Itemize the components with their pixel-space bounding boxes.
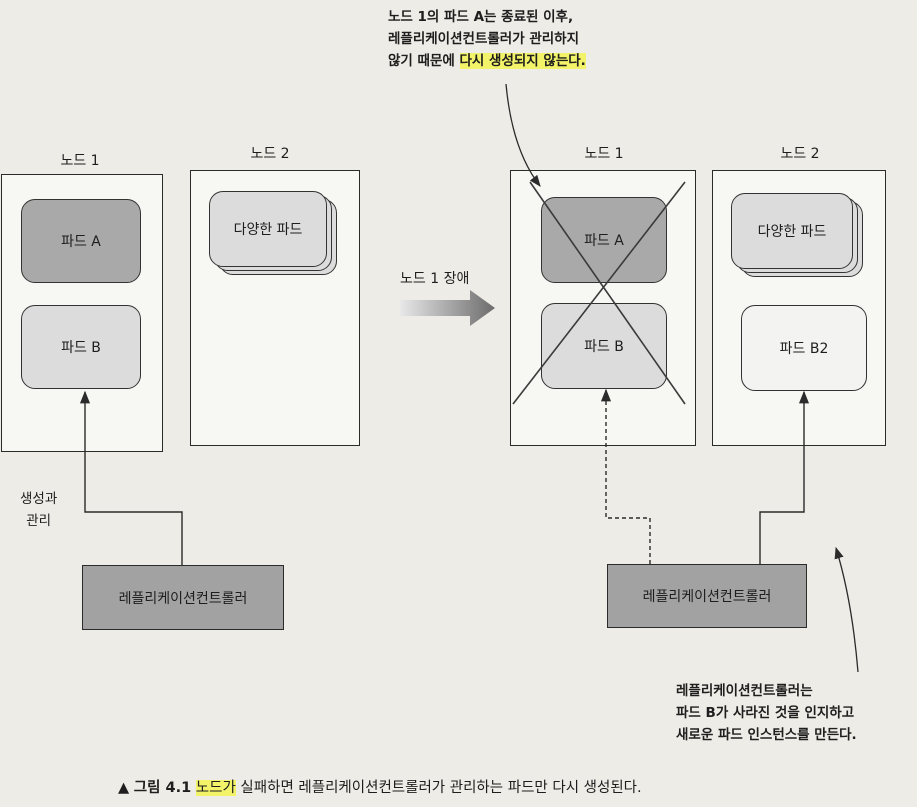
right-dashed-arrow (600, 388, 651, 564)
right-node2-label: 노드 2 (780, 146, 820, 162)
left-pod-various: 다양한 파드 (209, 191, 327, 267)
transition-label: 노드 1 장애 (400, 271, 470, 287)
right-replication-controller: 레플리케이션컨트롤러 (607, 564, 807, 628)
left-rc-label: 레플리케이션컨트롤러 (118, 590, 248, 607)
bottom-callout-pointer (834, 546, 859, 673)
bottom-callout-line3: 새로운 파드 인스턴스를 만든다. (676, 727, 857, 743)
right-pod-b-label: 파드 B (584, 339, 624, 355)
bottom-callout: 레플리케이션컨트롤러는 파드 B가 사라진 것을 인지하고 새로운 파드 인스턴… (676, 680, 916, 746)
top-callout-line3-highlight: 다시 생성되지 않는다. (459, 53, 586, 69)
top-callout-pointer (505, 83, 541, 187)
caption-figure-label: 그림 4.1 (133, 780, 192, 796)
left-node2-label: 노드 2 (250, 146, 290, 162)
right-pod-b2-label: 파드 B2 (779, 341, 829, 357)
right-pod-a-label: 파드 A (584, 233, 624, 249)
create-manage-label: 생성과 관리 (20, 488, 57, 532)
create-manage-line1: 생성과 (20, 491, 58, 507)
caption-triangle-icon: ▲ (118, 780, 130, 796)
bottom-callout-line2: 파드 B가 사라진 것을 인지하고 (676, 705, 855, 721)
top-callout-line2: 레플리케이션컨트롤러가 관리하지 (388, 31, 579, 47)
right-pod-various-label: 다양한 파드 (757, 224, 827, 240)
cross-line-2 (512, 181, 686, 405)
right-node2: 다양한 파드 파드 B2 (712, 170, 886, 446)
left-node1: 파드 A 파드 B (1, 174, 163, 452)
left-pod-b-label: 파드 B (61, 340, 101, 356)
right-pod-a: 파드 A (541, 197, 667, 283)
right-pod-various: 다양한 파드 (731, 193, 853, 269)
right-create-arrow (759, 390, 810, 564)
left-pod-b: 파드 B (21, 305, 141, 389)
top-callout-line3-plain: 않기 때문에 (388, 53, 460, 69)
left-node1-label: 노드 1 (60, 153, 100, 169)
right-pod-b: 파드 B (541, 303, 667, 389)
top-callout-line1: 노드 1의 파드 A는 종료된 이후, (388, 9, 574, 25)
transition-arrow (400, 290, 495, 326)
create-manage-line2: 관리 (26, 513, 52, 529)
right-pod-b2: 파드 B2 (741, 305, 867, 391)
right-node1-label: 노드 1 (584, 146, 624, 162)
caption-rest: 실패하면 레플리케이션컨트롤러가 관리하는 파드만 다시 생성된다. (235, 780, 642, 796)
left-pod-various-label: 다양한 파드 (233, 222, 303, 238)
left-pod-a: 파드 A (21, 199, 141, 283)
top-callout: 노드 1의 파드 A는 종료된 이후, 레플리케이션컨트롤러가 관리하지 않기 … (388, 6, 688, 72)
caption-highlight: 노드가 (195, 780, 236, 796)
cross-line-1 (529, 181, 686, 405)
left-replication-controller: 레플리케이션컨트롤러 (82, 565, 284, 630)
left-pod-a-label: 파드 A (61, 234, 101, 250)
figure-caption: ▲ 그림 4.1 노드가 실패하면 레플리케이션컨트롤러가 관리하는 파드만 다… (118, 776, 838, 797)
bottom-callout-line1: 레플리케이션컨트롤러는 (676, 683, 813, 699)
right-rc-label: 레플리케이션컨트롤러 (642, 589, 772, 605)
left-node2: 다양한 파드 (190, 170, 360, 446)
left-manage-arrow (79, 390, 183, 565)
top-callout-line3: 않기 때문에 다시 생성되지 않는다. (388, 50, 688, 72)
